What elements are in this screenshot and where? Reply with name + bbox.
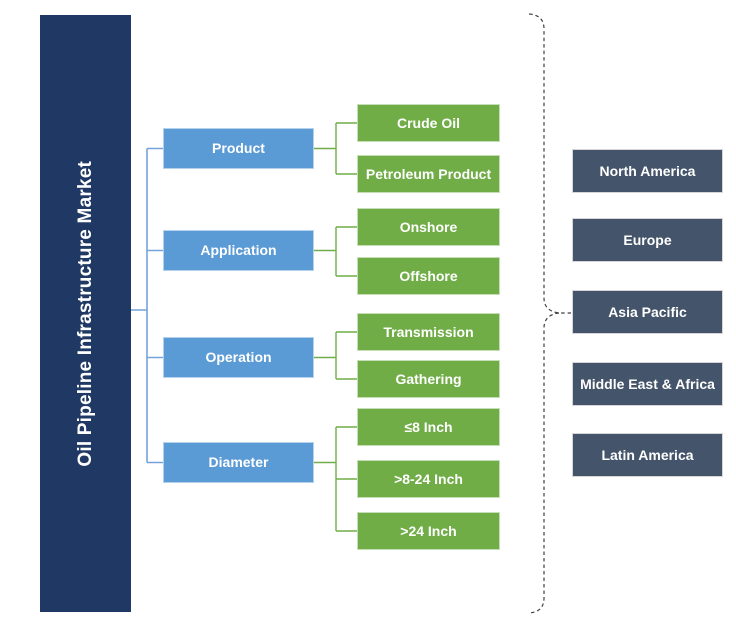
segment-operation: Operation (163, 337, 314, 378)
leaf-onshore: Onshore (357, 208, 500, 246)
leaf-gt-24-inch: >24 Inch (357, 512, 500, 550)
region-europe: Europe (572, 218, 723, 262)
green-connector-application (314, 226, 357, 277)
region-north-america: North America (572, 149, 723, 193)
blue-trunk-connector (131, 147, 163, 464)
leaf-petroleum-product: Petroleum Product (357, 155, 500, 193)
green-connector-product (314, 122, 357, 175)
segment-product: Product (163, 128, 314, 169)
leaf-transmission: Transmission (357, 313, 500, 351)
leaf-8-24-inch: >8-24 Inch (357, 460, 500, 498)
market-title-bar: Oil Pipeline Infrastructure Market (40, 15, 131, 612)
segmentation-brace (528, 13, 571, 614)
green-connector-diameter (314, 426, 357, 532)
region-latin-america: Latin America (572, 433, 723, 477)
leaf-lte-8-inch: ≤8 Inch (357, 408, 500, 446)
leaf-offshore: Offshore (357, 257, 500, 295)
leaf-gathering: Gathering (357, 360, 500, 398)
region-middle-east-africa: Middle East & Africa (572, 362, 723, 406)
leaf-crude-oil: Crude Oil (357, 104, 500, 142)
segment-diameter: Diameter (163, 442, 314, 483)
segment-application: Application (163, 230, 314, 271)
green-connector-operation (314, 331, 357, 380)
market-title: Oil Pipeline Infrastructure Market (74, 160, 96, 467)
region-asia-pacific: Asia Pacific (572, 290, 723, 334)
